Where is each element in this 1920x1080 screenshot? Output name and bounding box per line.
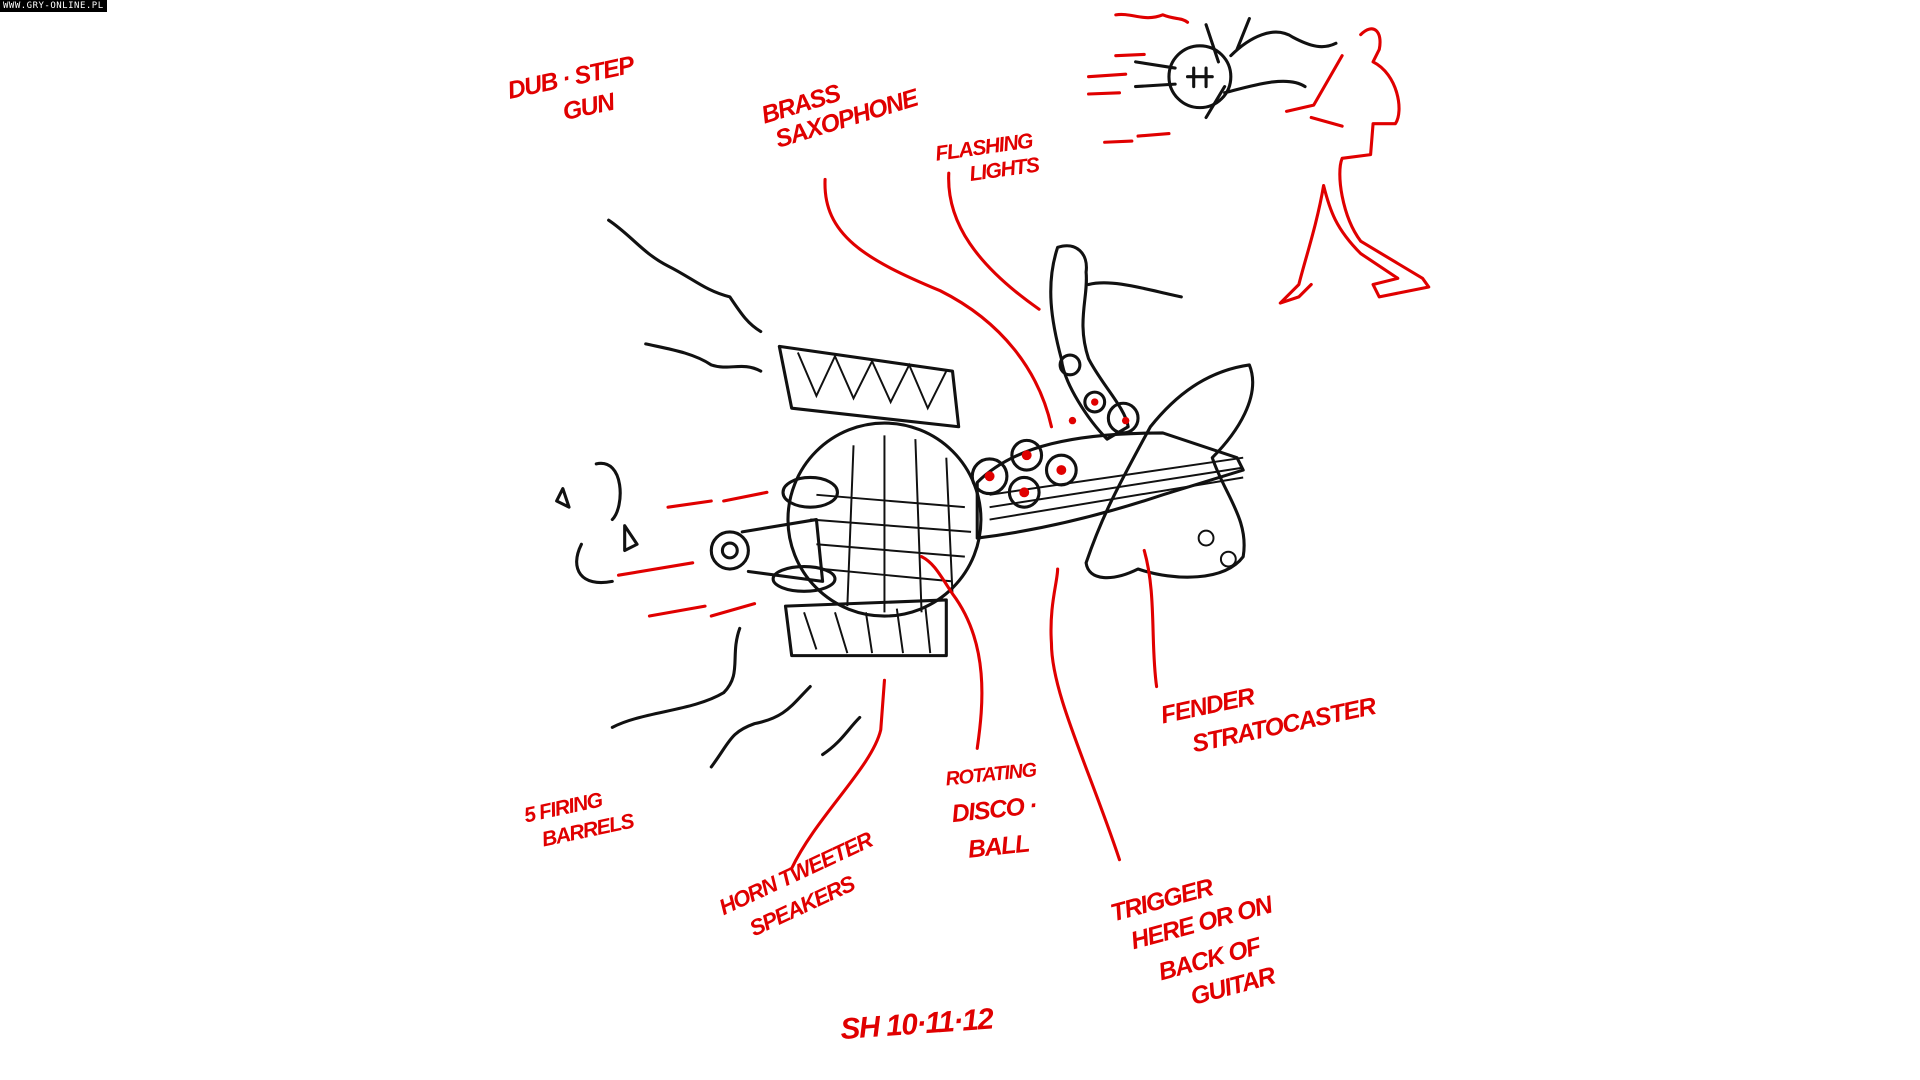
label-rotating-disco-ball: ROTATINGDISCO ·BALL bbox=[945, 759, 1046, 865]
leader-line-disco-ball bbox=[920, 555, 984, 750]
label-horn-tweeter-speakers: HORN TWEETERSPEAKERS bbox=[715, 827, 890, 949]
label-trigger: TRIGGERHERE OR ONBACK OFGUITAR bbox=[1108, 860, 1295, 1025]
dubstep-gun-drawing bbox=[555, 218, 1255, 769]
artist-signature-date: SH 10·11·12 bbox=[839, 1002, 995, 1046]
label-dubstep-gun: DUB · STEPGUN bbox=[505, 51, 644, 136]
watermark: WWW.GRY-ONLINE.PL bbox=[0, 0, 107, 12]
leader-line-horn bbox=[790, 678, 887, 870]
leader-line-trigger bbox=[1049, 567, 1122, 862]
leader-line-flashing-lights bbox=[947, 171, 1041, 311]
leader-line-fender bbox=[1142, 548, 1159, 689]
label-fender-stratocaster: FENDERSTRATOCASTER bbox=[1158, 659, 1379, 763]
label-brass-saxophone: BRASSSAXOPHONE bbox=[758, 58, 923, 155]
label-firing-barrels: 5 FIRINGBARRELS bbox=[522, 783, 637, 854]
leader-line-brass-saxophone bbox=[823, 177, 1053, 429]
player-figure-drawing bbox=[1087, 12, 1431, 305]
